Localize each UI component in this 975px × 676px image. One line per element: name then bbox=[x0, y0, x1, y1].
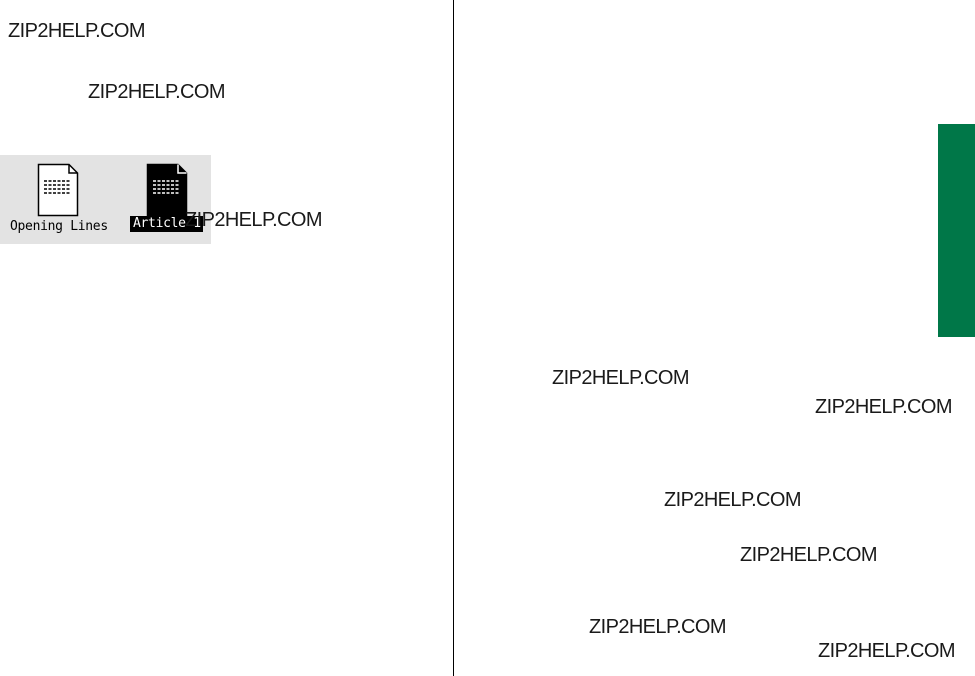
watermark: ZIP2HELP.COM bbox=[8, 20, 146, 42]
file-icon-opening-lines[interactable]: Opening Lines bbox=[0, 155, 120, 244]
file-label-selected: Article 1 bbox=[130, 216, 203, 232]
section-tab bbox=[938, 124, 975, 337]
watermark: ZIP2HELP.COM bbox=[818, 640, 956, 662]
watermark: ZIP2HELP.COM bbox=[815, 396, 953, 418]
document-icon bbox=[146, 163, 188, 217]
watermark: ZIP2HELP.COM bbox=[88, 81, 226, 103]
watermark: ZIP2HELP.COM bbox=[552, 367, 690, 389]
page-divider bbox=[453, 0, 454, 676]
watermark: ZIP2HELP.COM bbox=[589, 616, 727, 638]
watermark: ZIP2HELP.COM bbox=[185, 209, 323, 231]
desktop-screenshot: Opening Lines Article 1 bbox=[0, 155, 211, 244]
file-icon-article-1[interactable]: Article 1 bbox=[125, 155, 211, 244]
watermark: ZIP2HELP.COM bbox=[740, 544, 878, 566]
document-icon bbox=[37, 163, 79, 217]
watermark: ZIP2HELP.COM bbox=[664, 489, 802, 511]
file-label: Opening Lines bbox=[10, 219, 108, 234]
